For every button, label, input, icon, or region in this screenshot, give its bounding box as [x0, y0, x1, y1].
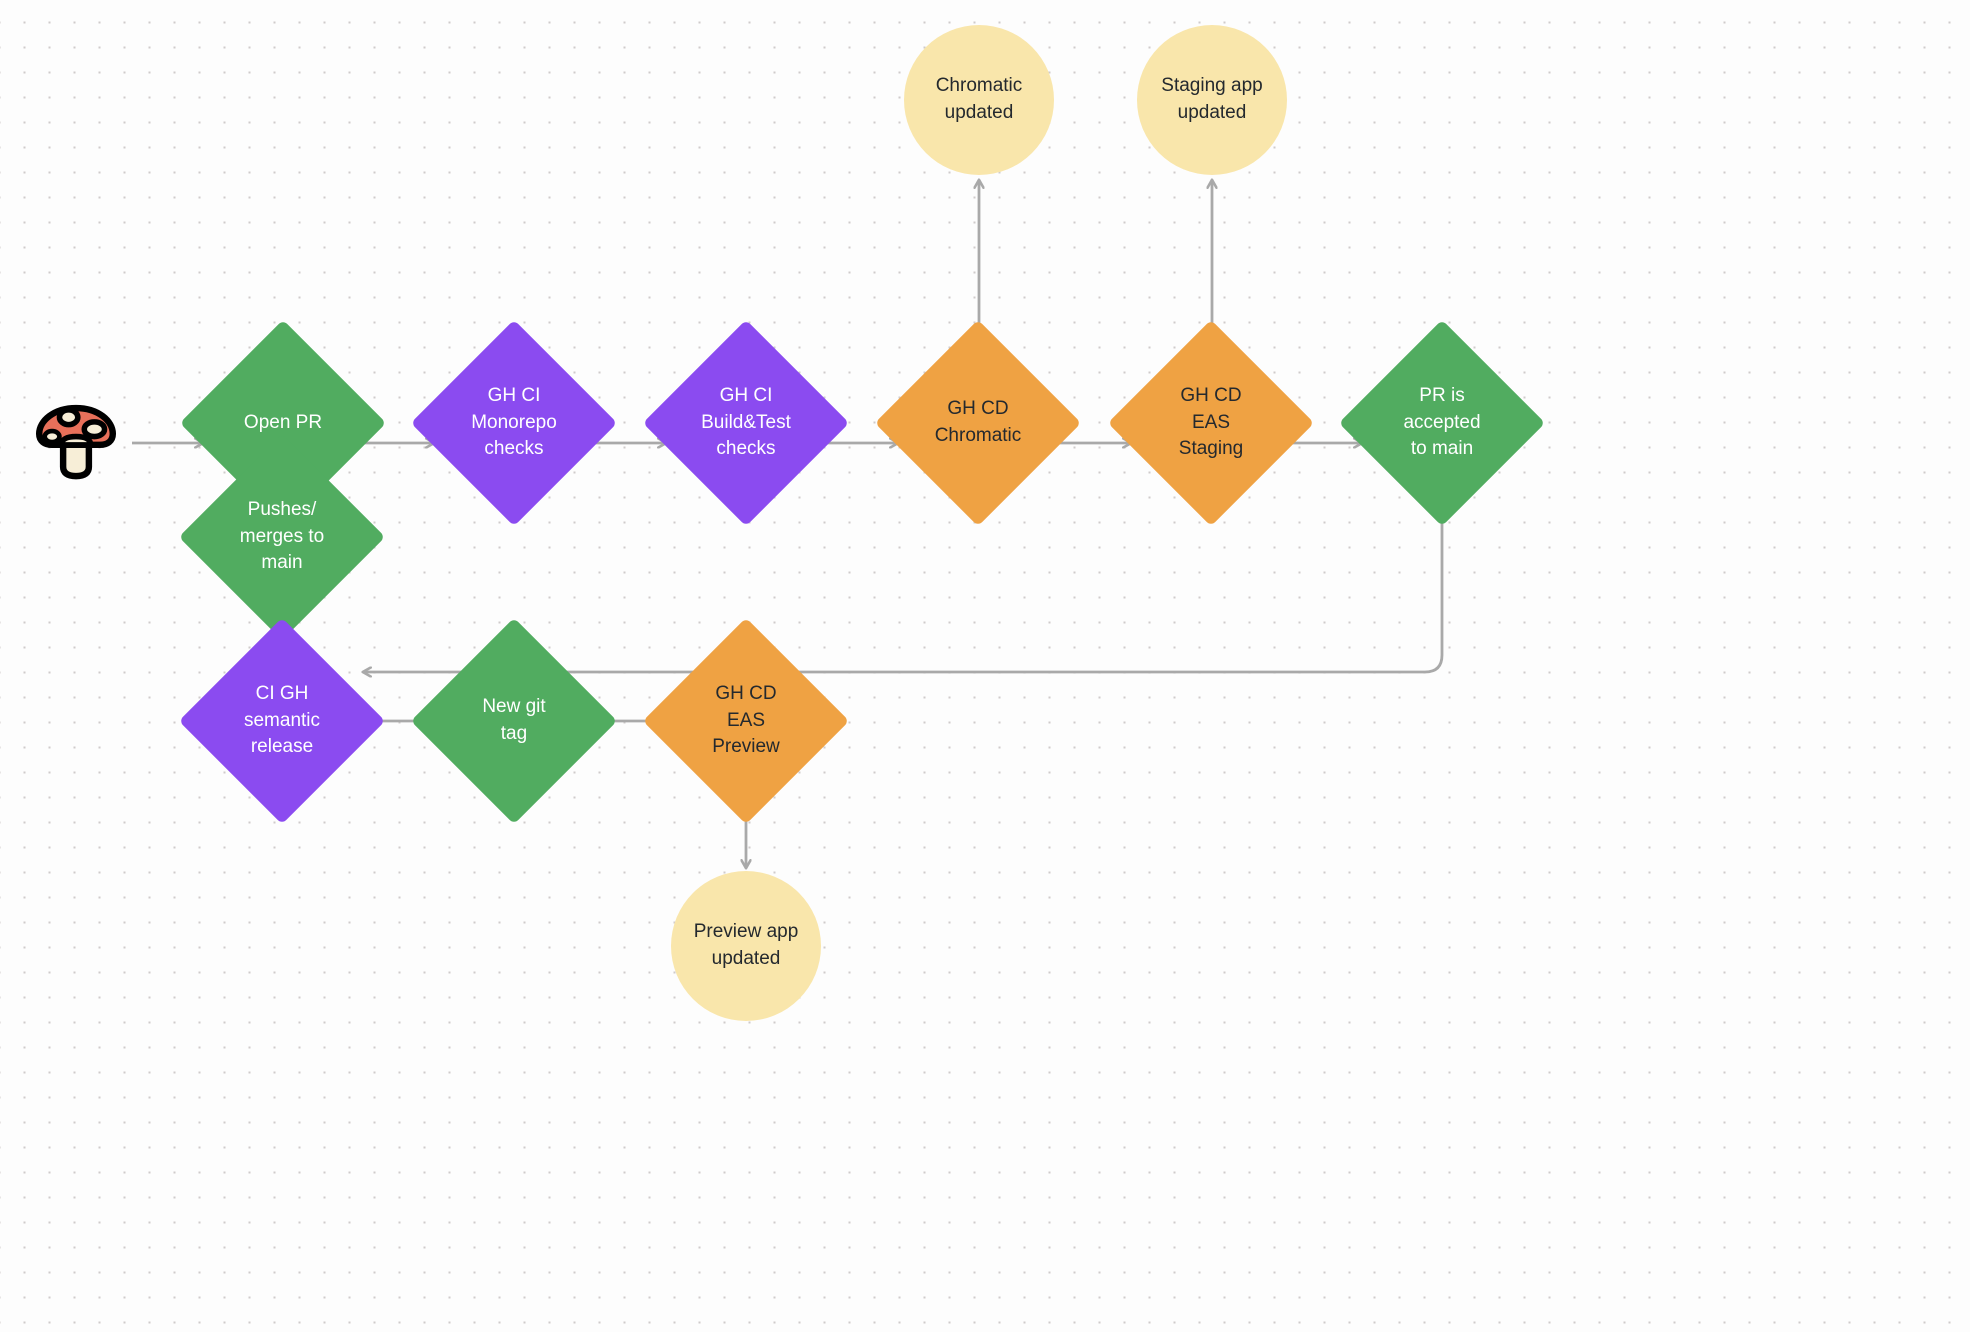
- node-label: Open PR: [243, 411, 323, 433]
- node-gh-ci-monorepo[interactable]: GH CI Monorepo checks: [410, 319, 618, 527]
- node-gh-ci-buildtest[interactable]: GH CI Build&Test checks: [642, 319, 850, 527]
- node-label: GH CI Monorepo checks: [471, 384, 557, 460]
- node-pr-accepted[interactable]: PR is accepted to main: [1338, 319, 1546, 527]
- mushroom-icon: [30, 397, 122, 489]
- node-label: Pushes/ merges to main: [239, 498, 325, 574]
- node-label: GH CD EAS Preview: [712, 682, 780, 758]
- node-gh-cd-chromatic[interactable]: GH CD Chromatic: [874, 319, 1082, 527]
- node-label: GH CD Chromatic: [934, 398, 1022, 446]
- node-label: New git tag: [482, 696, 546, 744]
- node-ci-gh-semantic[interactable]: CI GH semantic release: [178, 617, 386, 825]
- node-label: Staging app updated: [1161, 75, 1263, 123]
- node-gh-cd-eas-staging[interactable]: GH CD EAS Staging: [1107, 319, 1315, 527]
- node-staging-updated[interactable]: Staging app updated: [1137, 25, 1287, 175]
- node-label: Chromatic updated: [935, 75, 1023, 123]
- node-preview-updated[interactable]: Preview app updated: [671, 871, 821, 1021]
- node-label: GH CI Build&Test checks: [701, 384, 791, 460]
- node-label: CI GH semantic release: [243, 682, 321, 758]
- node-pushes-merges[interactable]: Pushes/ merges to main: [178, 433, 386, 641]
- node-label: Preview app updated: [693, 921, 799, 969]
- node-open-pr[interactable]: Open PR: [179, 319, 387, 527]
- node-label: PR is accepted to main: [1403, 384, 1481, 460]
- node-label: GH CD EAS Staging: [1178, 384, 1244, 460]
- node-gh-cd-eas-preview[interactable]: GH CD EAS Preview: [642, 617, 850, 825]
- node-chromatic-updated[interactable]: Chromatic updated: [904, 25, 1054, 175]
- node-new-git-tag[interactable]: New git tag: [410, 617, 618, 825]
